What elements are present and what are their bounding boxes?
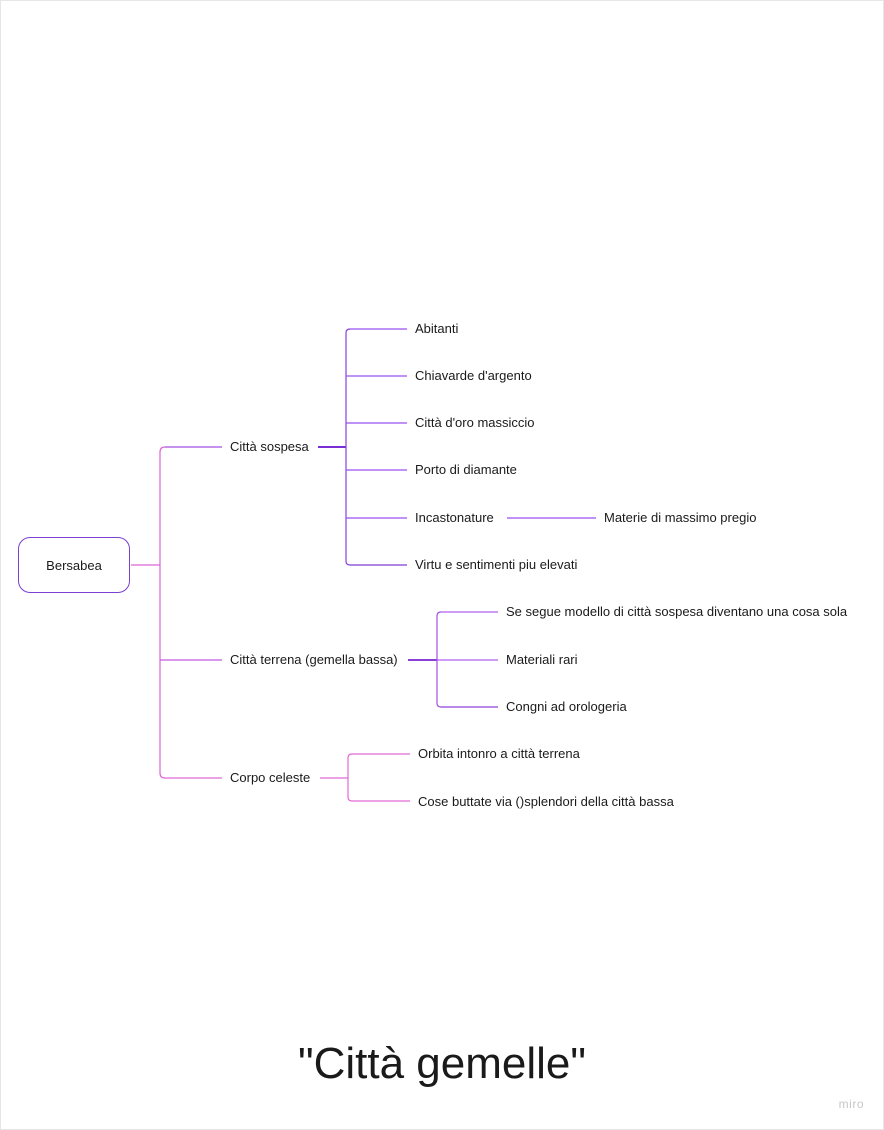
- branch-node-citta-terrena[interactable]: Città terrena (gemella bassa): [230, 652, 398, 667]
- miro-watermark: miro: [838, 1097, 864, 1111]
- connector-b3-vertical: [347, 753, 353, 802]
- leaf-node-modello-citta[interactable]: Se segue modello di città sospesa divent…: [506, 604, 848, 619]
- leaf-node-citta-oro[interactable]: Città d'oro massiccio: [415, 415, 535, 430]
- leaf-node-materie-pregio[interactable]: Materie di massimo pregio: [604, 510, 757, 525]
- board-title: "Città gemelle": [297, 1039, 587, 1088]
- leaf-node-virtu[interactable]: Virtu e sentimenti piu elevati: [415, 557, 578, 572]
- leaf-node-cose-buttate[interactable]: Cose buttate via ()splendori della città…: [418, 794, 674, 809]
- leaf-node-orbita[interactable]: Orbita intonro a città terrena: [418, 746, 580, 761]
- root-node-bersabea[interactable]: Bersabea: [18, 537, 130, 593]
- leaf-node-incastonature[interactable]: Incastonature: [415, 510, 494, 525]
- connector-trunk-vertical: [159, 446, 166, 779]
- branch-node-citta-sospesa[interactable]: Città sospesa: [230, 439, 309, 454]
- connector-b1-vertical: [345, 328, 351, 566]
- leaf-node-porto-diamante[interactable]: Porto di diamante: [415, 462, 517, 477]
- leaf-node-abitanti[interactable]: Abitanti: [415, 321, 459, 336]
- leaf-node-congni[interactable]: Congni ad orologeria: [506, 699, 627, 714]
- leaf-node-chiavarde[interactable]: Chiavarde d'argento: [415, 368, 532, 383]
- branch-node-corpo-celeste[interactable]: Corpo celeste: [230, 770, 311, 785]
- leaf-node-materiali-rari[interactable]: Materiali rari: [506, 652, 578, 667]
- root-node-label: Bersabea: [46, 557, 102, 573]
